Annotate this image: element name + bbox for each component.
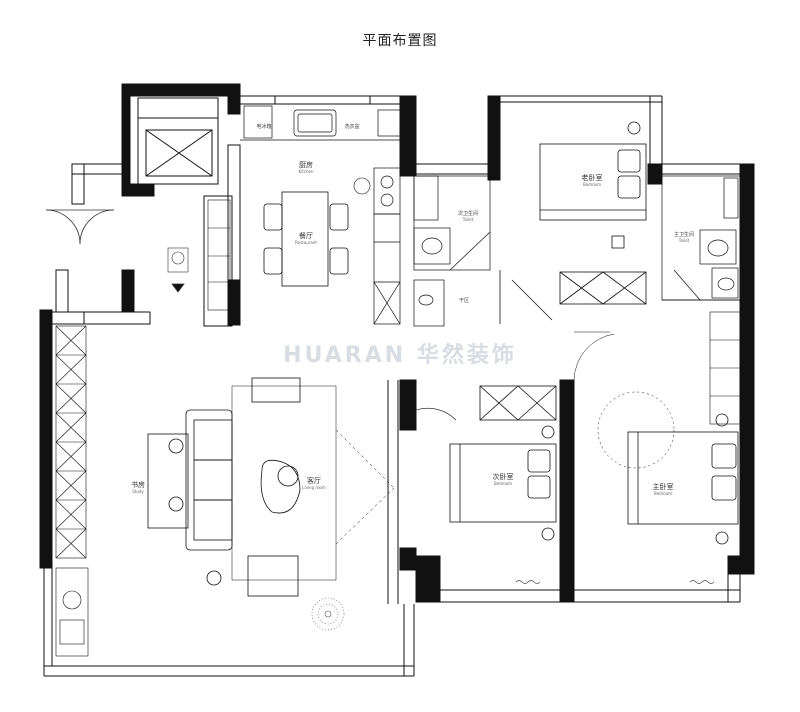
guest-toilet-sub-label: Toilet bbox=[462, 217, 474, 222]
master-toilet-label: 主卫生间 bbox=[674, 231, 694, 238]
dry-area-label: 干区 bbox=[459, 298, 469, 304]
sink-label: 洗衣盆 bbox=[344, 123, 359, 130]
study-desk bbox=[147, 433, 189, 529]
plant-icon bbox=[311, 597, 345, 631]
guest-toilet-label: 次卫生间 bbox=[458, 210, 478, 217]
entrance-door bbox=[45, 209, 189, 293]
dining-sub-label: Restaurant bbox=[295, 240, 317, 245]
shoe-cabinet bbox=[207, 199, 231, 311]
outer-walls bbox=[39, 83, 755, 677]
bedroom-top-sub-label: Bedroom bbox=[583, 182, 601, 187]
living-room-label: 客厅 bbox=[307, 476, 321, 485]
plan-title: 平面布置图 bbox=[362, 33, 438, 49]
bedroom-top-label: 老卧室 bbox=[582, 173, 603, 182]
bedroom-second-label: 次卧室 bbox=[493, 472, 514, 481]
master-wardrobe bbox=[709, 311, 741, 425]
dining-label: 餐厅 bbox=[299, 231, 313, 240]
fridge-label: 电冰箱 bbox=[256, 123, 271, 130]
living-room bbox=[185, 377, 395, 597]
curtains bbox=[515, 580, 715, 584]
guest-toilet bbox=[413, 175, 491, 327]
master-toilet bbox=[661, 175, 741, 301]
dining-table bbox=[263, 191, 349, 287]
study-label: 书房 bbox=[131, 480, 145, 489]
bedroom-second-sub-label: Bedroom bbox=[494, 481, 512, 486]
kitchen-label: 厨房 bbox=[299, 160, 313, 169]
study-sub-label: Study bbox=[132, 489, 144, 494]
left-cabinets bbox=[55, 325, 89, 657]
watermark-text: HUARAN 华然装饰 bbox=[283, 342, 517, 368]
master-toilet-sub-label: Toilet bbox=[678, 238, 690, 243]
stairwell bbox=[137, 97, 219, 185]
master-bedroom bbox=[573, 331, 739, 545]
master-bedroom-sub-label: Bedroom bbox=[654, 491, 672, 496]
master-bedroom-label: 主卧室 bbox=[653, 482, 674, 491]
room-labels: 厨房 Kitchen 餐厅 Restaurant 电冰箱 洗衣盆 客厅 Livi… bbox=[131, 123, 694, 496]
bedroom-second bbox=[415, 385, 557, 541]
living-room-sub-label: Living room bbox=[302, 485, 326, 490]
kitchen bbox=[240, 105, 401, 325]
kitchen-sub-label: Kitchen bbox=[298, 169, 313, 174]
bedroom-top bbox=[499, 121, 647, 324]
